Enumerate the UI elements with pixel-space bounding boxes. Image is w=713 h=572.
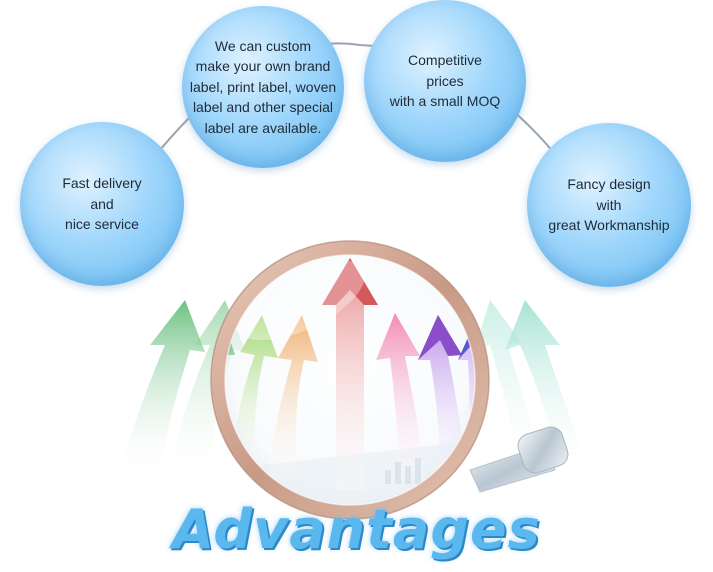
arrow-purple-tip <box>418 315 462 360</box>
bubble-fast-delivery-text: Fast delivery and nice service <box>62 175 142 233</box>
arrow-orange <box>268 315 318 480</box>
bubble-fancy-design-text: Fancy design with great Workmanship <box>548 176 670 234</box>
arrow-red-tip <box>322 258 378 305</box>
arrow-red <box>322 258 378 490</box>
arrow-lime <box>230 315 278 480</box>
arrow-purple <box>418 315 466 480</box>
advantages-title: Advantages <box>172 498 541 561</box>
arrow-pink <box>376 313 425 480</box>
bubble-custom-labels-text: We can custom make your own brand label,… <box>189 37 337 136</box>
bubble-fast-delivery: Fast delivery and nice service <box>20 122 184 286</box>
bubble-custom-labels: We can custom make your own brand label,… <box>182 6 344 168</box>
bubble-competitive-prices: Competitive prices with a small MOQ <box>364 0 526 162</box>
magnifier-lens <box>210 240 490 520</box>
bubble-competitive-prices-text: Competitive prices with a small MOQ <box>389 52 501 110</box>
magnifier-handle <box>469 426 569 493</box>
bubble-fancy-design: Fancy design with great Workmanship <box>527 123 691 287</box>
